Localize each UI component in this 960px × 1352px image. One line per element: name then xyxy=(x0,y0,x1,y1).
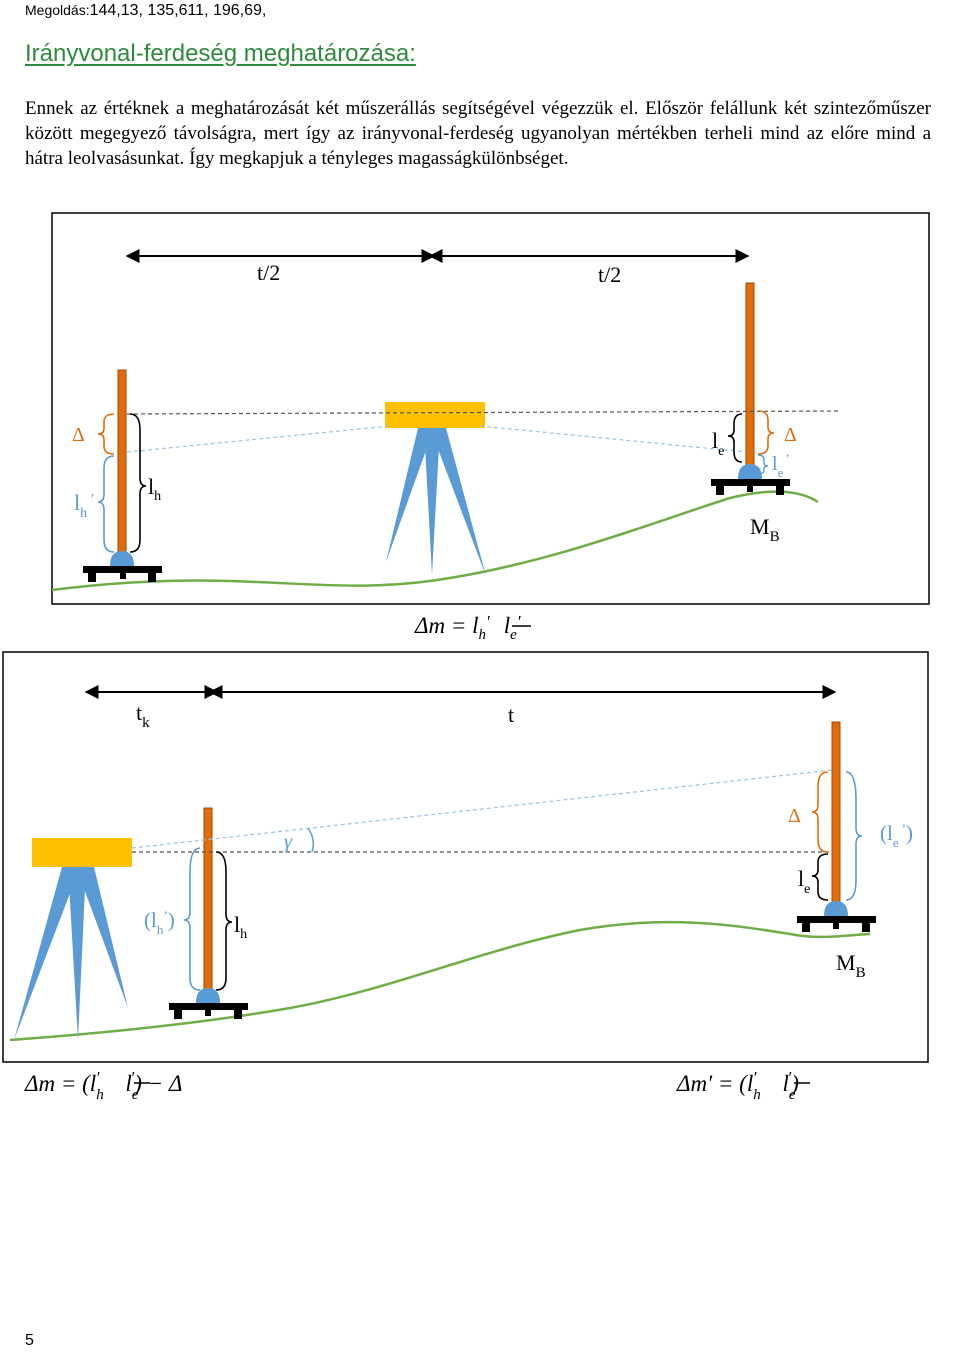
staff-base xyxy=(196,988,220,1003)
delta-label-back: Δ xyxy=(72,424,85,446)
leveling-instrument xyxy=(14,838,132,1040)
reading-label-front-primed: le’ xyxy=(772,451,790,480)
gamma-angle-arc xyxy=(307,827,315,853)
ground-line xyxy=(51,490,819,592)
formula-1: Δm = lh′le′ xyxy=(414,612,521,643)
answer-values: 144,13, 135,611, 196,69, xyxy=(89,2,267,19)
staff-foot-plate xyxy=(169,1003,248,1010)
delta-brace xyxy=(811,771,829,853)
point-label: MB xyxy=(750,514,780,545)
reading-brace-back-primed xyxy=(183,847,201,991)
staff-rod-back xyxy=(83,369,162,582)
figure-1: t/2 t/2 xyxy=(51,212,930,605)
ground-line xyxy=(9,920,871,1042)
leveling-instrument xyxy=(385,402,486,576)
formula-2: Δm = (lh′le′) − Δ xyxy=(24,1068,182,1103)
staff-rod xyxy=(745,282,755,469)
point-label: MB xyxy=(836,950,866,981)
tripod-leg xyxy=(14,867,80,1040)
formula-3: Δm′ = (lh′le′) xyxy=(676,1068,799,1103)
reading-label-back: lh xyxy=(148,474,161,504)
figure-1-frame xyxy=(51,212,930,605)
reading-label-front: le xyxy=(712,428,724,459)
staff-rod xyxy=(831,721,841,907)
tripod-leg xyxy=(386,428,434,562)
staff-rod-back xyxy=(169,807,248,1019)
delta-label: Δ xyxy=(788,805,801,827)
reading-label-back: lh xyxy=(234,912,247,942)
staff-base xyxy=(738,464,762,479)
gamma-label: γ xyxy=(284,831,293,853)
reading-label-front: le xyxy=(798,866,810,897)
reading-label-back-primed: (lh’) xyxy=(144,908,175,937)
reading-brace-back xyxy=(215,851,233,991)
tripod-leg xyxy=(424,428,440,575)
delta-brace-back xyxy=(97,413,115,455)
distance-label-right: t/2 xyxy=(598,262,621,287)
intro-paragraph: Ennek az értéknek a meghatározását két m… xyxy=(25,98,931,169)
distance-label-long: t xyxy=(508,702,514,727)
inclined-sight-front xyxy=(479,425,747,453)
staff-base xyxy=(110,551,134,566)
reading-brace-front xyxy=(811,853,829,901)
reading-brace-back-primed xyxy=(97,455,115,553)
staff-foot-plate xyxy=(711,479,790,486)
inclined-line-of-sight xyxy=(131,769,833,849)
reading-brace-front xyxy=(727,413,743,463)
instrument-head xyxy=(385,402,485,428)
reading-brace-front-primed xyxy=(757,454,769,475)
reading-label-back-primed: lh’ xyxy=(74,490,95,521)
reading-brace-front-primed xyxy=(845,771,863,901)
tripod-leg xyxy=(68,867,86,1040)
staff-foot-plate xyxy=(797,916,876,923)
staff-rod xyxy=(203,807,213,993)
staff-base xyxy=(824,901,848,916)
reading-label-front-primed: (le’) xyxy=(880,821,913,850)
staff-rod-front xyxy=(711,282,790,495)
page-number: 5 xyxy=(25,1332,34,1349)
distance-label-left: t/2 xyxy=(257,260,280,285)
staff-rod xyxy=(117,369,127,556)
delta-brace-front xyxy=(757,410,775,455)
distance-label-short: tk xyxy=(136,700,150,731)
answer-label: Megoldás: xyxy=(25,2,90,18)
staff-rod-front xyxy=(797,721,876,932)
staff-foot-plate xyxy=(83,566,162,573)
tripod-leg xyxy=(76,867,128,1008)
instrument-head xyxy=(32,838,132,867)
inclined-sight-back xyxy=(126,425,391,453)
reading-brace-back xyxy=(129,413,147,553)
figure-2: tk t xyxy=(2,651,929,1063)
figure-2-frame xyxy=(2,651,929,1063)
answer-header: Megoldás:144,13, 135,611, 196,69, xyxy=(25,2,266,20)
tripod-leg xyxy=(430,428,486,576)
delta-label-front: Δ xyxy=(784,424,797,446)
section-title: Irányvonal-ferdeség meghatározása: xyxy=(25,40,416,67)
